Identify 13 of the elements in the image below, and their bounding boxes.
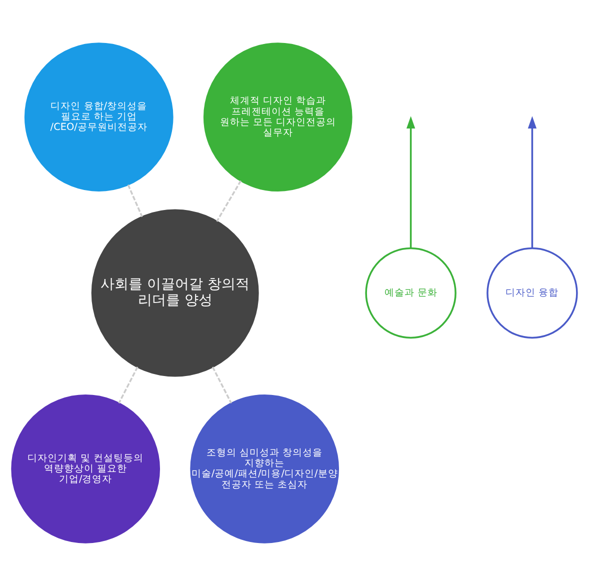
arrow (528, 116, 537, 248)
node-circle: 예술과 문화 (365, 246, 456, 338)
connector (216, 180, 242, 222)
node-circle: 조형의 심미성과 창의성을 지향하는 미술/공예/패션/미용/디자인/분양 전공자 또는 초심자 (190, 394, 340, 543)
arrow (406, 116, 416, 248)
node-circle: 사회를 이끌어갈 창의적 리더를 양성 (91, 208, 259, 376)
node-circle: 디자인 융합 (486, 246, 578, 338)
node-circle: 디자인기획 및 컨설팅등의 역량향상이 필요한 기업/경영자 (11, 394, 160, 543)
node-circle: 디자인 융합/창의성을 필요로 하는 기업 /CEO/공무원비전공자 (24, 42, 174, 192)
connector (212, 366, 232, 404)
node-circle: 체계적 디자인 학습과 프레젠테이션 능력을 원하는 모든 디자인전공의 실무자 (203, 42, 352, 192)
connector (127, 184, 143, 217)
connector (118, 366, 138, 404)
